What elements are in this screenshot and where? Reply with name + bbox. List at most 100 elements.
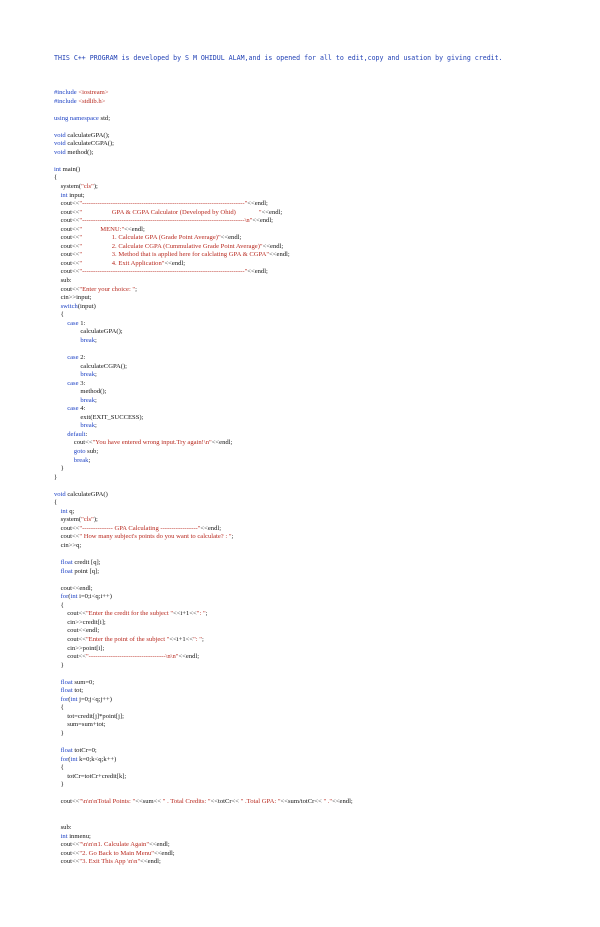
code-text: cout<< [54,798,80,806]
code-line: cout<<"---------------------------------… [54,217,594,226]
code-string: " GPA & CGPA Calculator (Developed by Oh… [79,208,262,216]
code-line: cin>>point[i]; [54,645,594,654]
code-string: " 3. Method that is applied here for cal… [79,251,270,259]
code-text: #include [54,89,79,96]
code-line: cin>>credit[i]; [54,619,594,628]
code-line: cout<<"\n\n\n1. Calculate Again"<<endl; [54,841,594,850]
code-text: system( [54,183,82,191]
code-text: ( [68,755,71,763]
code-text: 2: [78,353,86,361]
code-text [54,756,61,763]
code-text [54,371,80,378]
code-line: switch(input) [54,303,594,312]
code-text: <<sum/totCr<< [280,798,324,806]
code-line: cout<<"---------------------------------… [54,268,594,277]
code-line: cin>>q; [54,542,594,551]
code-text: cout<< [54,849,80,857]
code-line: { [54,311,594,320]
code-line [54,345,594,354]
code-text [54,508,61,515]
code-line: for(int k=0;k<q;k++) [54,756,594,765]
code-line: void calculateGPA(); [54,132,594,141]
code-text [54,679,61,686]
code-line: cout<<" MENU:"<<endl; [54,226,594,235]
code-text: <<i+1<< [169,636,194,643]
code-text: ; [95,422,97,430]
code-string: "---------------------------------------… [79,217,253,225]
code-text: 3: [78,379,86,387]
code-text: <<endl; [252,217,274,225]
code-text: cin>>credit[i]; [54,618,106,626]
code-text: ; [95,396,97,404]
code-keyword: void [54,490,66,498]
code-text: } [54,473,58,481]
code-text [54,593,61,600]
code-line: } [54,474,594,483]
code-text: <<endl; [124,225,145,233]
code-text: tot; [72,687,84,695]
code-string: "Enter the point of the subject " [85,636,170,643]
code-line: system("cls"); [54,183,594,192]
code-text: std; [98,114,111,122]
code-text: tot=credit[j]*point[j]; [54,712,125,720]
code-line: cout<<endl; [54,585,594,594]
code-line [54,106,594,115]
code-line: for(int i=0;i<q;i++) [54,593,594,602]
code-line: { [54,704,594,713]
code-line: cout<<"You have entered wrong input.Try … [54,439,594,448]
code-text: { [54,311,64,319]
code-line: tot=credit[j]*point[j]; [54,713,594,722]
code-text [54,833,61,840]
intro-comment: THIS C++ PROGRAM is developed by S M OHI… [54,54,503,62]
code-text [54,747,61,754]
code-line: for(int j=0;j<q;j++) [54,696,594,705]
code-text: totCr=0; [72,747,97,755]
code-text: cout<< [54,524,80,532]
code-text: cin>>q; [54,541,82,549]
code-text: ; [231,533,234,541]
code-string: "You have entered wrong input.Try again!… [92,439,212,447]
code-text: cout<<endl; [54,627,100,635]
code-text: cout<< [54,225,80,233]
code-line: system("cls"); [54,516,594,525]
code-text: point [q]; [72,567,100,575]
code-line [54,123,594,132]
code-text: j=0;j<q;j++) [77,695,112,703]
code-text: sub; [85,447,99,455]
code-line: cout<<"---------------------------------… [54,200,594,209]
code-keyword: break [80,396,96,404]
code-line: sub: [54,277,594,286]
code-line: float sum=0; [54,679,594,688]
code-text: { [54,704,64,712]
code-line: void calculateGPA() [54,491,594,500]
code-keyword: case [67,319,79,327]
code-text: exit(EXIT_SUCCESS); [54,413,144,421]
code-line [54,790,594,799]
code-line: } [54,730,594,739]
code-text [54,192,61,199]
code-line: } [54,465,594,474]
code-keyword: for [60,755,69,763]
code-line: int inmenu; [54,833,594,842]
code-text: ); [93,516,98,524]
code-text: } [54,730,64,738]
code-text: <<endl; [211,439,233,447]
code-text: sum=sum+tot; [54,721,106,729]
code-keyword: break [73,456,89,464]
code-line: default: [54,431,594,440]
code-text: sub: [54,277,72,285]
code-keyword: void [54,140,66,148]
code-string: " 4. Exit Application" [79,259,165,267]
code-text [54,397,80,404]
code-text: <<totCr<< [210,798,241,806]
code-text [54,431,67,438]
code-text [54,354,67,361]
code-text: cin>>point[i]; [54,644,105,652]
code-text: <<endl; [164,259,186,267]
code-line: { [54,174,594,183]
code-line: method(); [54,388,594,397]
code-text [54,559,61,566]
code-string: " ." [323,798,333,806]
code-line [54,551,594,560]
